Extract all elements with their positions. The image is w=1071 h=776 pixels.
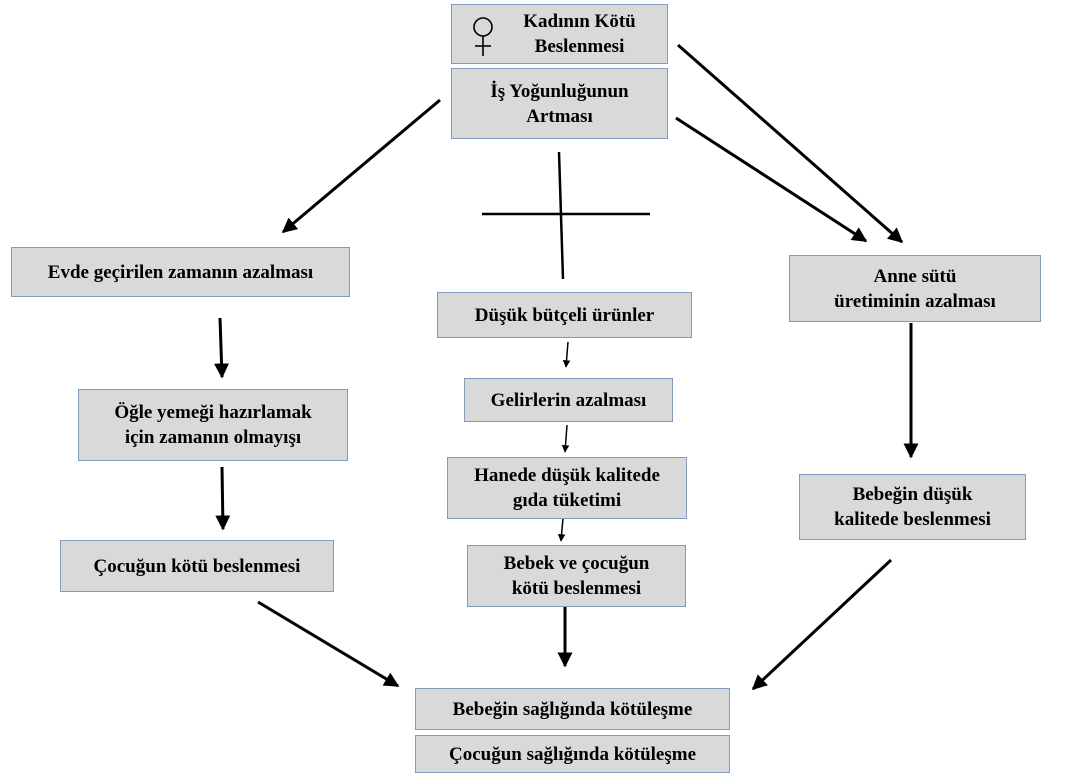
box-breastmilk-decrease-line-2: üretiminin azalması: [834, 290, 996, 312]
arrow-left-3-bottom: [257, 600, 400, 688]
box-income-decrease-line-1: Gelirlerin azalması: [490, 389, 647, 411]
box-baby-child-malnutrition-line-1: Bebek ve çocuğun: [503, 553, 650, 574]
box-baby-low-quality-nutrition-line-1: Bebeğin düşük: [852, 484, 973, 505]
box-baby-health-decline-line-1: Bebeğin sağlığında kötüleşme: [452, 698, 693, 720]
box-home-time-decrease: Evde geçirilen zamanın azalması: [11, 247, 350, 297]
box-child-malnutrition: Çocuğun kötü beslenmesi: [60, 540, 334, 592]
box-women-malnutrition-line-2: Beslenmesi: [534, 36, 625, 57]
arrow-mid-2-3: [561, 424, 570, 453]
box-child-health-decline: Çocuğun sağlığında kötüleşme: [415, 735, 730, 773]
arrow-right-2-bottom: [751, 558, 893, 691]
box-no-lunch-time-line-2: için zamanın olmayışı: [124, 427, 302, 448]
box-baby-low-quality-nutrition: Bebeğin düşük kalitede beslenmesi: [799, 474, 1026, 540]
box-baby-health-decline: Bebeğin sağlığında kötüleşme: [415, 688, 730, 730]
box-baby-child-malnutrition-line-2: kötü beslenmesi: [511, 578, 642, 599]
arrow-mid-1-2: [562, 341, 571, 368]
box-low-budget-products: Düşük bütçeli ürünler: [437, 292, 692, 338]
box-women-malnutrition-line-1: Kadının Kötü: [523, 11, 636, 32]
box-workload-increase-line-1: İş Yoğunluğunun: [490, 80, 629, 102]
box-low-quality-food-line-2: gıda tüketimi: [512, 490, 622, 511]
box-baby-child-malnutrition: Bebek ve çocuğun kötü beslenmesi: [467, 545, 686, 607]
arrow-nutrition-to-milk: [677, 43, 904, 244]
box-no-lunch-time: Öğle yemeği hazırlamak için zamanın olma…: [78, 389, 348, 461]
box-child-malnutrition-line-1: Çocuğun kötü beslenmesi: [93, 555, 301, 577]
box-child-health-decline-line-1: Çocuğun sağlığında kötüleşme: [448, 743, 697, 765]
box-no-lunch-time-line-1: Öğle yemeği hazırlamak: [114, 402, 312, 423]
box-low-quality-food: Hanede düşük kalitede gıda tüketimi: [447, 457, 687, 519]
box-income-decrease: Gelirlerin azalması: [464, 378, 673, 422]
box-women-malnutrition: Kadının Kötü Beslenmesi: [451, 4, 668, 64]
blocked-connection-line: [557, 151, 565, 280]
box-workload-increase-line-2: Artması: [526, 105, 593, 127]
arrow-left-2-3: [215, 466, 231, 531]
box-breastmilk-decrease: Anne sütü üretiminin azalması: [789, 255, 1041, 322]
box-baby-low-quality-nutrition-line-2: kalitede beslenmesi: [834, 509, 991, 530]
arrow-left-1-2: [214, 317, 230, 379]
box-low-budget-products-line-1: Düşük bütçeli ürünler: [474, 304, 655, 326]
box-breastmilk-decrease-line-1: Anne sütü: [873, 265, 957, 287]
female-symbol-icon: [473, 17, 493, 56]
box-low-quality-food-line-1: Hanede düşük kalitede: [474, 465, 660, 486]
arrow-mid-3-4: [557, 517, 566, 542]
arrow-workload-to-milk: [675, 116, 868, 243]
box-home-time-decrease-line-1: Evde geçirilen zamanın azalması: [47, 261, 314, 283]
arrow-workload-to-home-time: [281, 98, 441, 234]
box-workload-increase: İş Yoğunluğunun Artması: [451, 68, 668, 139]
